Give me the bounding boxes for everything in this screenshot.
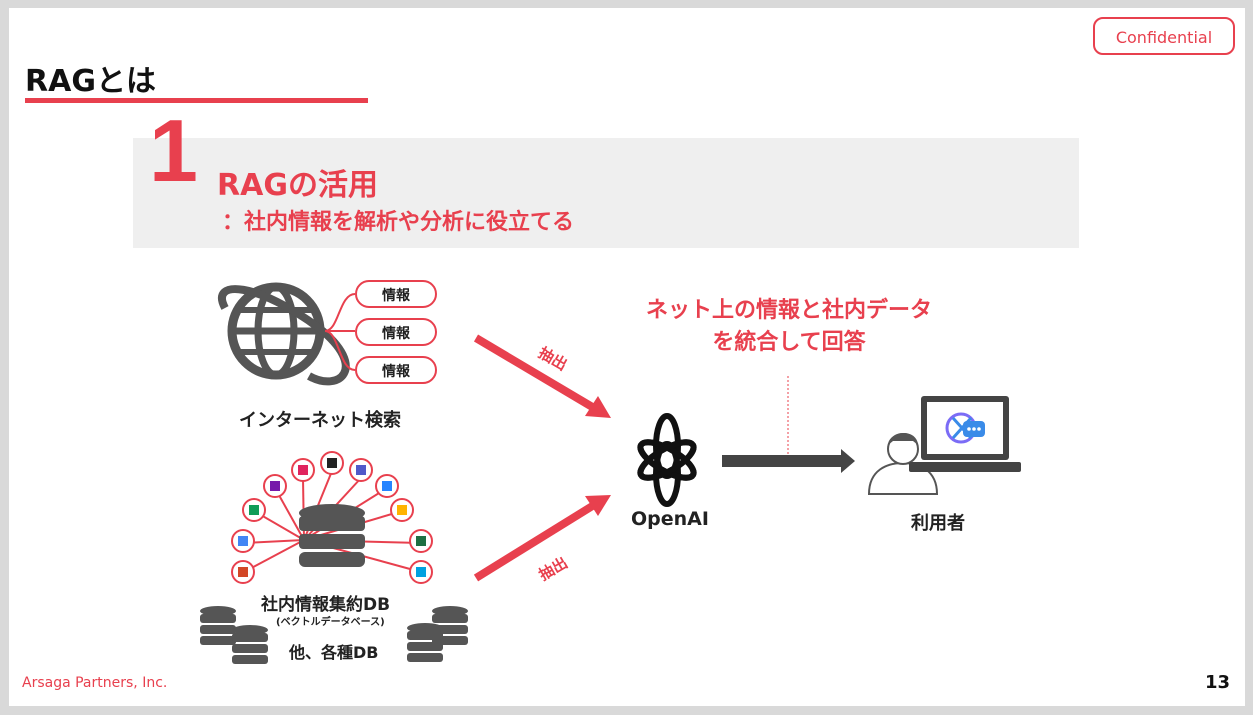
info-pill: 情報: [355, 318, 437, 346]
section-subheading: ：社内情報を解析や分析に役立てる: [222, 210, 575, 235]
section-band: [133, 138, 1079, 248]
internet-search-label: インターネット検索: [239, 410, 401, 431]
slide: Confidential RAGとは 1 RAGの活用 ：社内情報を解析や分析に…: [9, 8, 1245, 706]
note-line-1: ネット上の情報と社内データ: [645, 298, 932, 323]
small-db-icons: [200, 606, 468, 664]
confidential-badge: Confidential: [1093, 17, 1235, 55]
extract-arrow-top: [473, 334, 611, 418]
integration-note: ネット上の情報と社内データ を統合して回答: [569, 295, 1009, 359]
laptop-icon: [909, 396, 1021, 472]
openai-logo-icon: [637, 413, 697, 507]
info-pill: 情報: [355, 356, 437, 384]
footer-company: Arsaga Partners, Inc.: [22, 675, 168, 691]
other-db-label: 他、各種DB: [289, 643, 379, 662]
info-pill: 情報: [355, 280, 437, 308]
openai-label: OpenAI: [631, 508, 709, 530]
vector-db-icon: [231, 451, 433, 584]
answer-arrow: [722, 449, 855, 473]
section-number: 1: [149, 101, 198, 200]
user-label: 利用者: [911, 513, 965, 534]
note-line-2: を統合して回答: [712, 330, 866, 355]
info-connectors: [324, 293, 356, 371]
extract-arrow-bottom: [473, 495, 611, 582]
db-sublabel: (ベクトルデータベース): [276, 617, 385, 628]
slide-title: RAGとは: [25, 64, 156, 99]
user-icon: [867, 432, 939, 495]
section-heading: RAGの活用: [217, 168, 378, 203]
db-label: 社内情報集約DB: [261, 595, 391, 615]
globe-icon: [218, 282, 350, 386]
title-underline: [25, 98, 368, 103]
diagram-graphics: [200, 282, 1021, 664]
page-number: 13: [1205, 672, 1231, 693]
